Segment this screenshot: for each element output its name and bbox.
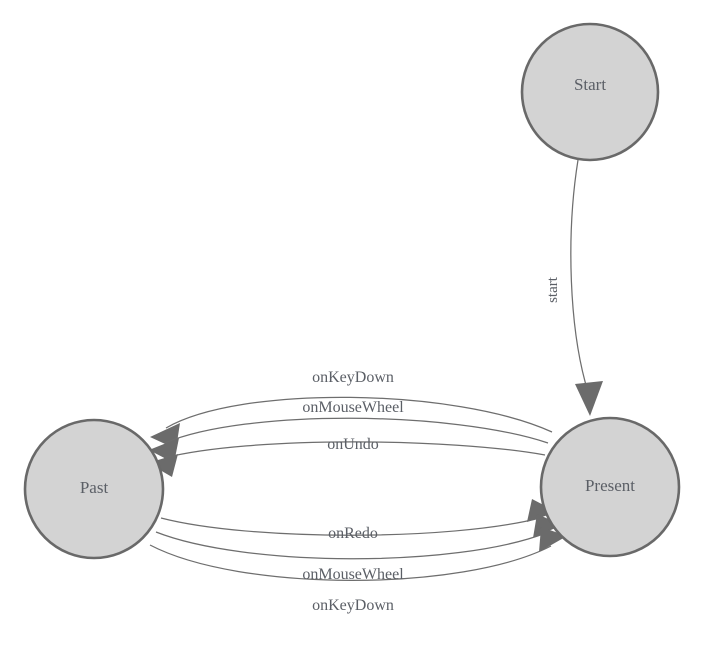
edge-redo-path: [160, 517, 541, 536]
node-start-label: Start: [574, 75, 606, 94]
edge-label-keydown-up: onKeyDown: [312, 369, 394, 386]
edge-label-start: start: [545, 276, 561, 303]
edge-wheel-up-path: [164, 417, 549, 444]
edge-wheel-dn-path: [155, 531, 547, 560]
edge-past-to-present-redo[interactable]: [160, 499, 557, 536]
arrowhead-past-3: [148, 454, 178, 477]
node-present[interactable]: Present: [539, 416, 681, 558]
node-past-label: Past: [80, 478, 109, 497]
arrowhead-present-2: [533, 514, 562, 538]
arrowhead-present-1: [527, 499, 557, 522]
node-past-circle: [23, 418, 165, 560]
edge-start-path: [570, 159, 589, 393]
edge-start-to-present[interactable]: [570, 159, 603, 416]
edge-label-keydown-dn: onKeyDown: [312, 597, 394, 614]
edge-label-redo: onRedo: [328, 525, 378, 542]
node-past[interactable]: Past: [23, 418, 165, 560]
edge-present-to-past-undo[interactable]: [148, 441, 546, 477]
node-present-circle: [539, 416, 681, 558]
edge-label-mousewheel-up: onMouseWheel: [302, 399, 404, 416]
arrowhead-present-3: [539, 527, 567, 552]
arrowhead-present-top: [575, 381, 603, 416]
edge-keydown-up-path: [165, 396, 553, 433]
edge-keydown-dn-path: [149, 544, 552, 581]
edge-label-undo: onUndo: [327, 436, 379, 453]
node-start-circle: [520, 22, 660, 162]
edge-past-to-present-mousewheel[interactable]: [155, 514, 562, 560]
edge-past-to-present-keydown[interactable]: [149, 527, 567, 581]
node-start[interactable]: Start: [520, 22, 660, 162]
node-present-label: Present: [585, 476, 635, 495]
edge-label-mousewheel-dn: onMouseWheel: [302, 566, 404, 583]
edge-undo-path: [163, 441, 546, 459]
